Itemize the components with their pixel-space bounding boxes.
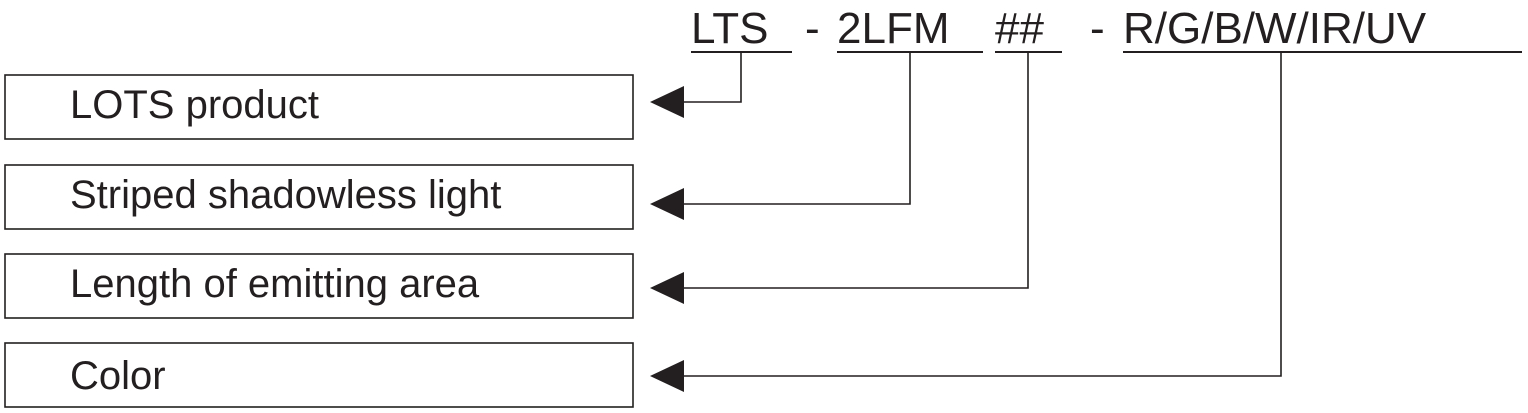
model-code: LTS - 2LFM ## - R/G/B/W/IR/UV [691, 4, 1522, 53]
arrowhead-color [650, 360, 684, 392]
code-color: R/G/B/W/IR/UV [1123, 4, 1427, 53]
label-box-striped-shadowless-light: Striped shadowless light [4, 164, 634, 230]
label-length-of-emitting-area: Length of emitting area [70, 262, 480, 306]
leader-line-color [682, 52, 1282, 377]
arrowhead-lots-product [650, 86, 684, 118]
arrowhead-striped-shadowless-light [650, 188, 684, 220]
arrowhead-length-of-emitting-area [650, 272, 684, 304]
code-separator-2: - [1090, 4, 1105, 53]
code-prefix: LTS [691, 4, 768, 53]
label-box-lots-product: LOTS product [4, 74, 634, 140]
code-length: ## [995, 4, 1044, 53]
code-separator-1: - [805, 4, 820, 53]
label-color: Color [70, 354, 166, 398]
leader-line-striped-shadowless-light [682, 52, 911, 205]
label-box-color: Color [4, 342, 634, 408]
label-striped-shadowless-light: Striped shadowless light [70, 173, 501, 217]
leader-line-length-of-emitting-area [682, 52, 1029, 289]
label-box-length-of-emitting-area: Length of emitting area [4, 253, 634, 319]
leader-line-lots-product [682, 52, 742, 103]
code-series: 2LFM [837, 4, 949, 53]
label-lots-product: LOTS product [70, 83, 319, 127]
